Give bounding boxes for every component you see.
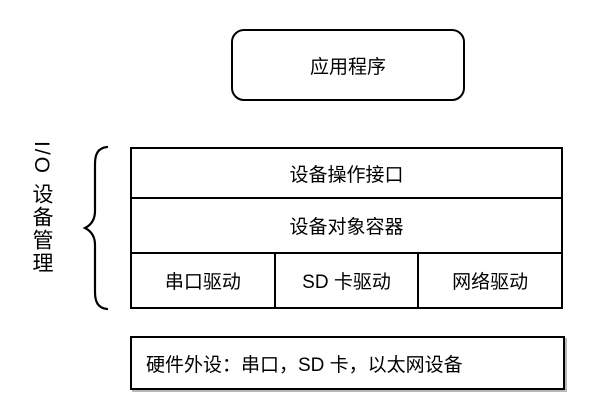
- curly-brace: [82, 145, 109, 311]
- driver-serial-label: 串口驱动: [164, 272, 241, 293]
- side-label-io-device-management: I/O 设备管理: [30, 141, 53, 275]
- driver-cell-network: 网络驱动: [417, 252, 564, 309]
- driver-cell-sd-card: SD 卡驱动: [273, 252, 420, 309]
- hardware-peripherals-label: 硬件外设：串口，SD 卡，以太网设备: [146, 354, 463, 376]
- layer-device-operation-interface: 设备操作接口: [130, 147, 563, 199]
- layer-device-object-container: 设备对象容器: [130, 197, 563, 254]
- application-box: 应用程序: [231, 29, 465, 101]
- driver-network-label: 网络驱动: [452, 272, 529, 293]
- driver-sd-card-label: SD 卡驱动: [302, 272, 391, 293]
- layer-device-operation-interface-label: 设备操作接口: [289, 164, 404, 186]
- hardware-peripherals-box: 硬件外设：串口，SD 卡，以太网设备: [130, 336, 565, 390]
- application-box-label: 应用程序: [309, 56, 386, 78]
- layer-stack: 设备操作接口 设备对象容器 串口驱动 SD 卡驱动 网络驱动: [130, 147, 564, 309]
- layer-device-object-container-label: 设备对象容器: [289, 217, 404, 238]
- layer-drivers: 串口驱动 SD 卡驱动 网络驱动: [130, 252, 564, 309]
- driver-cell-serial: 串口驱动: [130, 252, 276, 309]
